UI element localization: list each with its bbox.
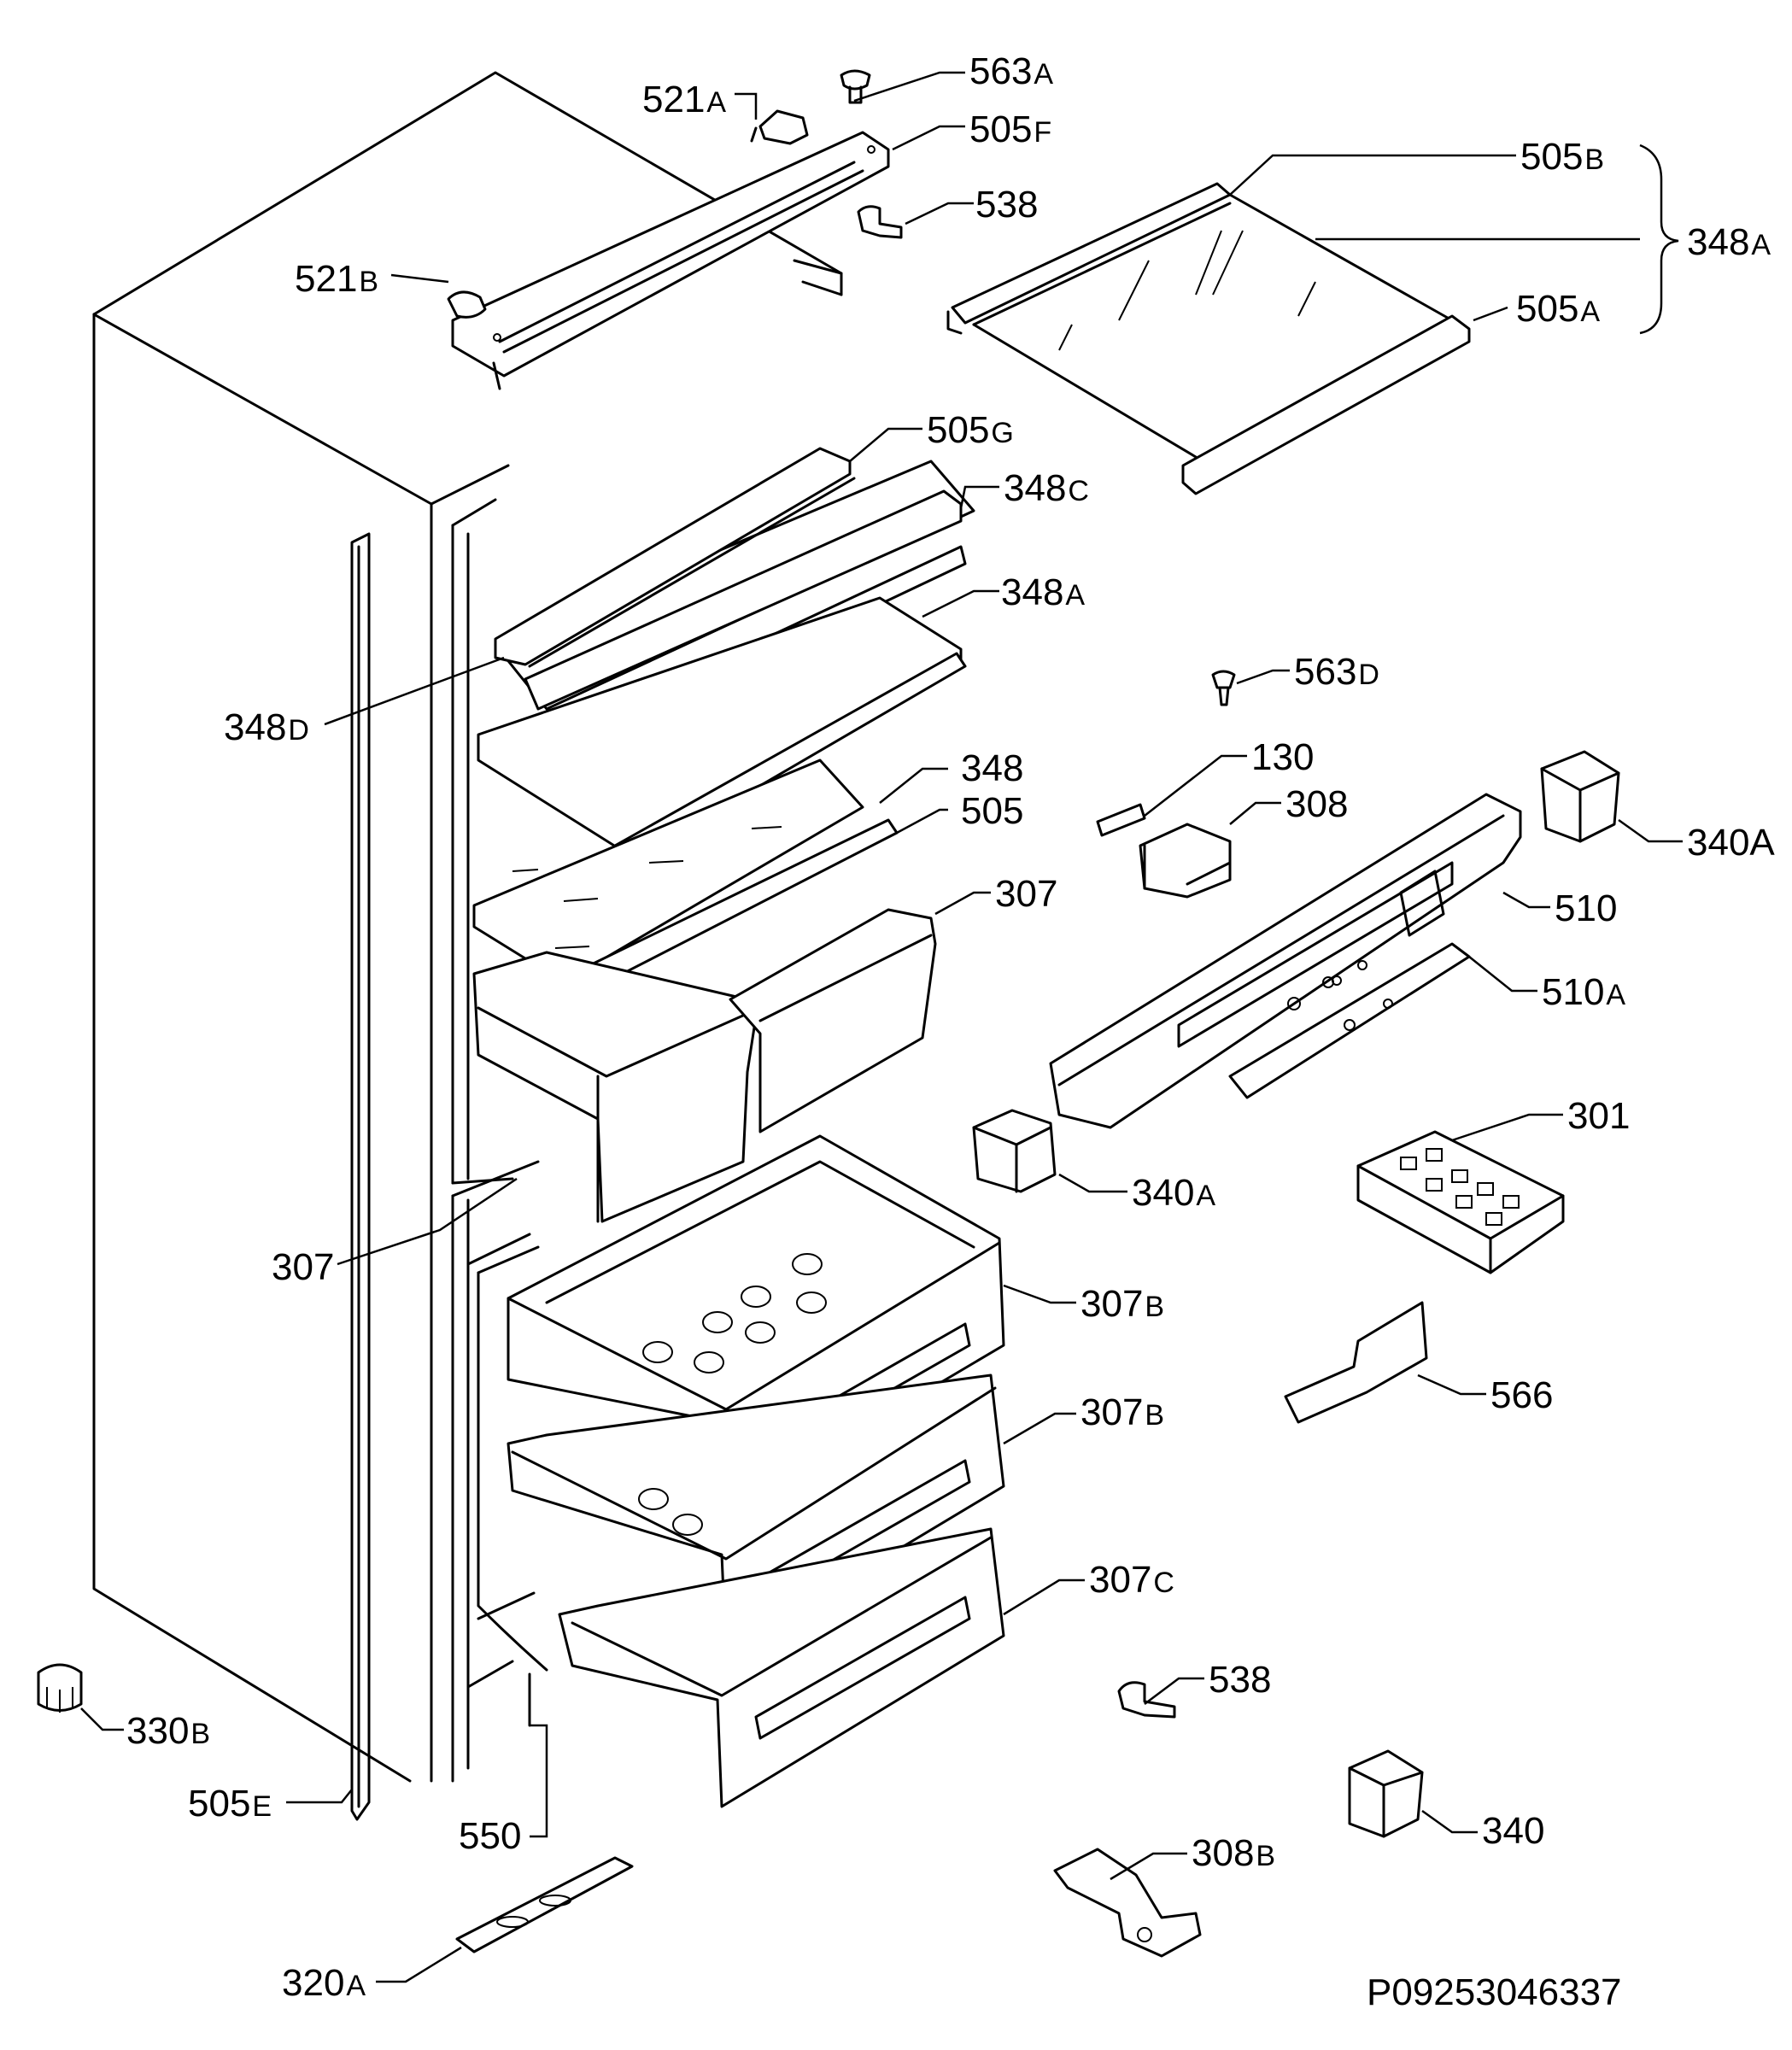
label-505g: 505G [927,409,1014,451]
label-307c: 307C [1089,1559,1174,1601]
label-130: 130 [1251,736,1315,778]
label-307-right: 307 [995,873,1058,915]
kick-plate-320a [455,1856,634,1953]
foot-330b [37,1663,83,1713]
document-id: P09253046337 [1367,1971,1622,2013]
label-538-top: 538 [975,184,1039,226]
label-563a: 563A [969,50,1054,92]
label-340a-bottom: 340A [1132,1172,1216,1214]
label-307b-top: 307B [1080,1283,1165,1325]
label-308: 308 [1285,783,1349,825]
label-340a-right: 340A [1687,822,1775,864]
drawer-307c [558,1527,1005,1808]
door-seal [350,532,371,1821]
label-566: 566 [1490,1374,1554,1416]
hinge-538-bottom [1117,1681,1176,1719]
top-rail [451,131,890,390]
label-348d: 348D [224,706,309,748]
cabinet [92,71,843,1783]
end-cap-340 [1348,1749,1424,1838]
shelf-505g [494,447,856,668]
bottom-hinge-308b [1053,1848,1202,1958]
label-348: 348 [961,747,1024,789]
glass-shelf-348a [946,182,1471,495]
label-505f: 505F [969,108,1052,150]
label-505a: 505A [1516,288,1601,330]
bracket-308 [1139,823,1232,899]
label-348a-group: 348A [1687,221,1772,263]
label-348c: 348C [1004,467,1089,509]
scraper-566 [1284,1301,1428,1424]
end-cap-340a-top [1540,750,1620,843]
label-320a: 320A [282,1962,366,2004]
label-307b-middle: 307B [1080,1391,1165,1433]
label-510a: 510A [1542,971,1626,1013]
label-550: 550 [459,1815,522,1857]
end-cap-340a-bottom [972,1109,1057,1193]
label-301: 301 [1567,1095,1631,1137]
label-307-left: 307 [272,1246,335,1288]
label-505e: 505E [188,1783,272,1824]
label-505b: 505B [1520,136,1605,178]
label-521a: 521A [642,79,727,120]
screw-563d [1211,670,1236,706]
label-538-bottom: 538 [1209,1659,1272,1701]
label-308b: 308B [1192,1832,1276,1874]
hinge-538-top [857,205,903,239]
ice-tray-301 [1356,1130,1565,1274]
control-housing-510 [1049,793,1522,1129]
clip-521a [750,109,809,145]
label-340: 340 [1482,1810,1545,1852]
screw-563a [840,69,871,104]
clip-521b [447,290,487,319]
label-330b: 330B [126,1710,211,1752]
label-505: 505 [961,790,1024,832]
crisper-307-right [729,908,937,1133]
part-130 [1096,803,1146,837]
label-510: 510 [1555,887,1618,929]
label-521b: 521B [295,258,379,300]
group-bracket [1639,144,1679,335]
label-563d: 563D [1294,651,1379,693]
shelf-348 [472,758,864,984]
label-348a: 348A [1001,571,1086,613]
leader-lines [80,71,1683,1983]
crisper-307-left [472,951,762,1223]
